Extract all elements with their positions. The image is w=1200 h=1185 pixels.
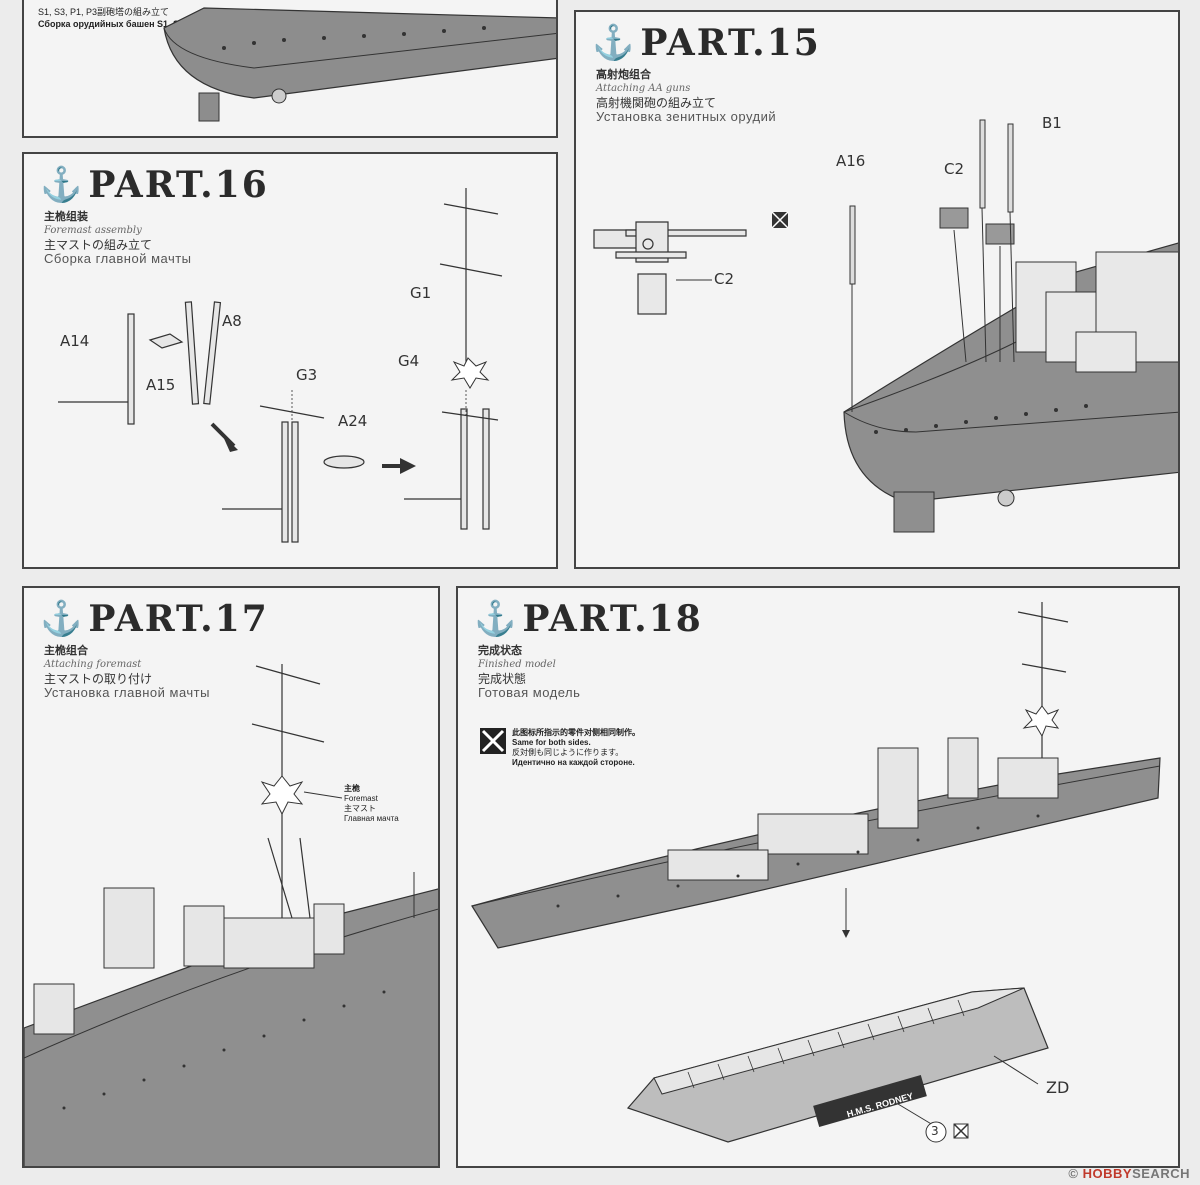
part15-zh: 高射炮组合 [596,69,651,81]
panel-part14-fragment: S1, S3, P1, P3副砲塔の組み立て Сборка орудийных … [22,0,558,138]
part15-jp: 高射機関砲の組み立て [596,96,717,110]
part17-jp: 主マストの取り付け [44,672,153,686]
part16-en: Foremast assembly [44,225,142,236]
label-a14: A14 [60,332,90,350]
aa-guns-diagram [593,119,1178,533]
callout-en: Foremast [344,794,378,803]
part15-title-text: PART.15 [640,22,821,64]
part16-zh: 主桅组装 [44,211,88,223]
anchor-icon: ⚓ [592,23,635,63]
watermark-rest: SEARCH [1132,1166,1190,1181]
part15-ru: Установка зенитных орудий [596,109,777,124]
panel-part16: ⚓ PART.16 主桅组装 Foremast assembly 主マストの組み… [22,152,558,569]
label-g4: G4 [398,352,420,370]
note-ru: Идентично на каждой стороне. [512,758,635,767]
anchor-icon: ⚓ [40,599,83,639]
foremast-assembly-diagram [58,188,503,543]
note-zh: 此图标所指示的零件对侧相同制作。 [512,728,640,737]
fragment-line1: S1, S3, P1, P3副砲塔の組み立て [38,7,170,17]
watermark-brand: HOBBY [1082,1166,1133,1181]
part17-zh: 主桅组合 [44,645,88,657]
part17-title-text: PART.17 [88,598,269,640]
label-b1: B1 [1042,114,1062,132]
label-step-3: 3 [931,1124,939,1138]
part16-title: ⚓ PART.16 [40,164,269,206]
part18-ru: Готовая модель [478,685,581,700]
hobbysearch-watermark: © HOBBYSEARCH [1068,1166,1190,1181]
foremast-attach-diagram [24,664,438,1166]
foremast-callout: 主桅 Foremast 主マスト Главная мачта [344,784,399,824]
copyright-symbol: © [1068,1166,1079,1181]
callout-ru: Главная мачта [344,814,399,823]
part18-title: ⚓ PART.18 [474,598,703,640]
part16-jp: 主マストの組み立て [44,238,153,252]
label-c2-top: C2 [944,160,965,178]
part18-jp: 完成状態 [478,672,527,686]
label-zd: ZD [1046,1078,1070,1097]
label-a8: A8 [222,312,242,330]
callout-jp: 主マスト [344,804,376,813]
anchor-icon: ⚓ [40,165,83,205]
part16-ru: Сборка главной мачты [44,251,192,266]
part16-subtitle: 主桅组装 Foremast assembly 主マストの組み立て Сборка … [44,210,192,266]
part15-subtitle: 高射炮组合 Attaching AA guns 高射機関砲の組み立て Устан… [596,68,776,124]
part17-subtitle: 主桅组合 Attaching foremast 主マストの取り付け Устано… [44,644,210,700]
part15-title: ⚓ PART.15 [592,22,821,64]
finished-model-diagram [471,602,1161,1143]
note-en: Same for both sides. [512,738,591,747]
same-both-sides-icon [480,728,506,754]
fragment-caption: S1, S3, P1, P3副砲塔の組み立て Сборка орудийных … [38,6,216,30]
label-a24: A24 [338,412,368,430]
label-c2-detail: C2 [714,270,735,288]
part18-title-text: PART.18 [522,598,703,640]
both-sides-note: 此图标所指示的零件对侧相同制作。 Same for both sides. 反対… [512,728,640,768]
part18-subtitle: 完成状态 Finished model 完成状態 Готовая модель [478,644,580,700]
label-a15: A15 [146,376,176,394]
panel-part17: ⚓ PART.17 主桅组合 Attaching foremast 主マストの取… [22,586,440,1168]
label-a16: A16 [836,152,866,170]
part17-en: Attaching foremast [44,659,142,670]
part16-title-text: PART.16 [88,164,269,206]
callout-zh: 主桅 [344,784,360,793]
ship-bow-illustration [163,7,556,122]
anchor-icon: ⚓ [474,599,517,639]
part18-en: Finished model [478,659,556,670]
panel-part15: ⚓ PART.15 高射炮组合 Attaching AA guns 高射機関砲の… [574,10,1180,569]
part15-en: Attaching AA guns [596,83,691,94]
panel-part18: ⚓ PART.18 完成状态 Finished model 完成状態 Готов… [456,586,1180,1168]
part17-title: ⚓ PART.17 [40,598,269,640]
part17-ru: Установка главной мачты [44,685,210,700]
label-g1: G1 [410,284,432,302]
note-jp: 反対側も同じように作ります。 [512,748,624,757]
part18-zh: 完成状态 [478,645,522,657]
label-g3: G3 [296,366,318,384]
fragment-line2: Сборка орудийных башен S1, S3, P1, P3 [38,19,217,29]
